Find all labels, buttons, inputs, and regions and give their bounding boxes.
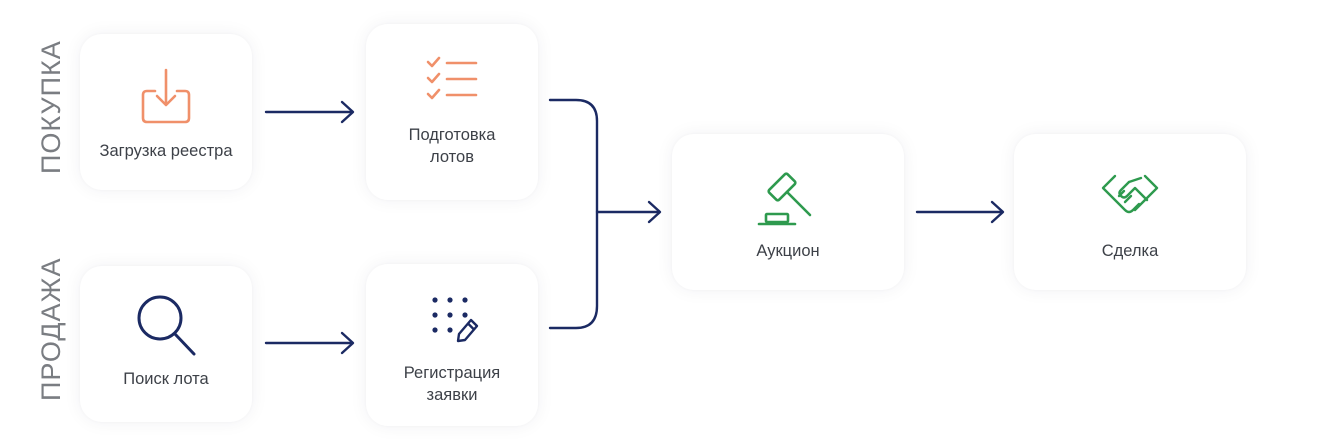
- side-label-sell: ПРОДАЖА: [36, 257, 66, 401]
- checklist-icon: [426, 56, 478, 100]
- step-label-search: Поиск лота: [123, 370, 209, 388]
- arrow-search-to-reg: [264, 331, 355, 355]
- magnifier-icon: [137, 295, 196, 356]
- side-label-buy: ПОКУПКА: [36, 40, 66, 174]
- arrow-upload-to-prep: [264, 100, 355, 124]
- step-card-reg: Регистрация заявки: [366, 264, 538, 426]
- step-card-search: Поиск лота: [80, 266, 252, 422]
- step-label-prep: Подготовка лотов: [408, 126, 496, 166]
- gavel-icon: [757, 172, 812, 226]
- arrow-auction-to-deal: [915, 200, 1005, 224]
- step-card-prep: Подготовка лотов: [366, 24, 538, 200]
- step-label-reg: Регистрация заявки: [403, 364, 501, 404]
- step-card-auction: Аукцион: [672, 134, 904, 290]
- step-label-deal: Сделка: [1101, 242, 1159, 260]
- step-label-upload: Загрузка реестра: [99, 142, 233, 160]
- step-label-auction: Аукцион: [756, 242, 820, 260]
- step-card-deal: Сделка: [1014, 134, 1246, 290]
- arrow-merge-to-auction: [595, 200, 662, 224]
- merge-bracket: [548, 98, 599, 330]
- handshake-icon: [1101, 174, 1159, 214]
- download-tray-icon: [141, 68, 191, 124]
- form-pencil-icon: [432, 297, 479, 343]
- step-card-upload: Загрузка реестра: [80, 34, 252, 190]
